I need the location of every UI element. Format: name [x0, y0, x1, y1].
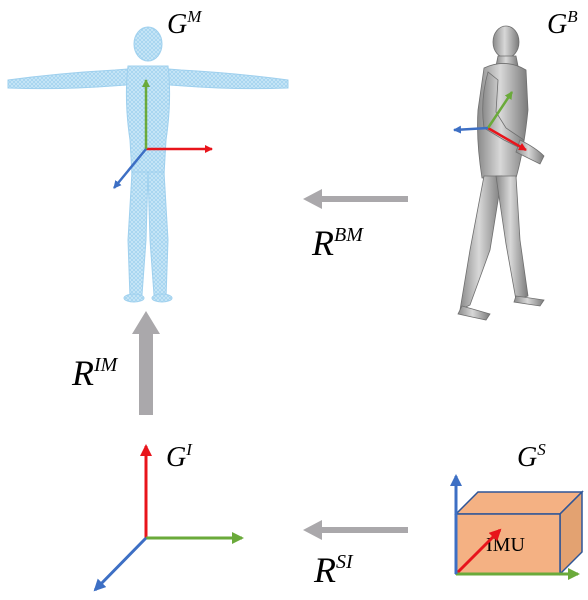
imu-z-axis: [93, 536, 148, 592]
mesh-frame-axes: [113, 79, 213, 189]
imu-global-frame-axes: [93, 444, 244, 592]
body-frame-label: GB: [547, 7, 578, 40]
body-z-axis: [453, 125, 489, 134]
rotation-si-label: RSI: [313, 550, 354, 590]
sensor-frame-label: GS: [517, 440, 546, 473]
body-to-mesh-arrow: [303, 189, 408, 209]
imu-frame-label: GI: [166, 440, 193, 473]
rotation-im-label: RIM: [71, 353, 119, 393]
body-frame-axes: [453, 91, 527, 152]
mesh-frame-label: GM: [167, 7, 202, 40]
imu-to-mesh-arrow: [132, 311, 160, 415]
body-y-axis: [486, 91, 514, 129]
mesh-human-figure: [7, 26, 289, 303]
body-human-figure: [457, 25, 545, 321]
sensor-x-axis: [454, 528, 502, 576]
sensor-frame-axes: [450, 474, 580, 580]
body-x-axis: [487, 126, 527, 152]
rotation-bm-label: RBM: [311, 223, 364, 263]
mesh-z-axis: [113, 148, 147, 189]
imu-box: IMU: [454, 490, 584, 576]
sensor-to-imu-arrow: [303, 520, 408, 540]
